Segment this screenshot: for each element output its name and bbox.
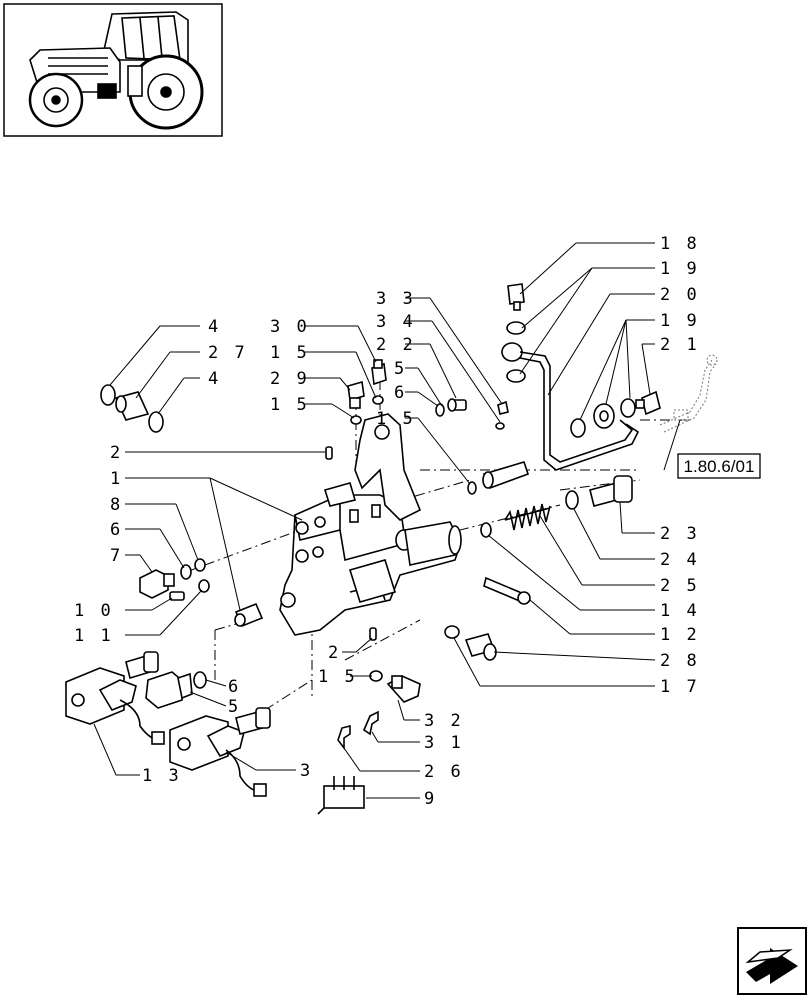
callout-3: 3 [300, 761, 313, 781]
plunger [483, 576, 531, 605]
solenoid-13 [65, 651, 165, 745]
clip-31 [363, 710, 379, 736]
callout-labels: 1 8 1 9 2 0 1 9 2 1 3 3 3 4 3 0 2 2 1 5 … [74, 234, 700, 809]
callout-24: 2 4 [660, 550, 700, 570]
washer-19-far [620, 398, 636, 418]
piston-15 [482, 461, 530, 490]
callout-30: 3 0 [270, 317, 310, 337]
spool [404, 521, 462, 566]
seal-4-right [148, 411, 164, 433]
callout-27: 2 7 [208, 343, 248, 363]
callout-7: 7 [110, 546, 123, 566]
oring-15-right [467, 481, 477, 495]
callout-15-c: 1 5 [376, 409, 416, 429]
fitting-30 [371, 359, 387, 386]
next-page-arrow-icon [745, 948, 798, 984]
callout-13: 1 3 [142, 766, 182, 786]
callout-34: 3 4 [376, 312, 416, 332]
sleeve-27 [114, 391, 150, 421]
callout-19-top: 1 9 [660, 259, 700, 279]
washer-19-right [570, 418, 586, 438]
tractor-icon [28, 11, 204, 130]
callout-32: 3 2 [424, 711, 464, 731]
callout-10: 1 0 [74, 601, 114, 621]
fitting-29 [347, 380, 365, 409]
oring-17 [444, 625, 460, 639]
callout-14: 1 4 [660, 601, 700, 621]
spring [504, 503, 551, 531]
plug-23 [589, 475, 633, 507]
pin-2-bottom [369, 627, 377, 641]
reference-box[interactable]: 1.80.6/01 [677, 453, 761, 479]
oring-6-top [435, 403, 445, 417]
pin-2-top [325, 446, 333, 460]
callout-8: 8 [110, 495, 123, 515]
callout-33: 3 3 [376, 289, 416, 309]
washer-11 [198, 579, 210, 593]
reference-label: 1.80.6/01 [684, 457, 755, 476]
oring-6-left [180, 564, 192, 580]
callout-5-top: 5 [394, 359, 407, 379]
callout-2-bottom: 2 [328, 643, 341, 663]
banjo-fitting [501, 342, 640, 471]
callout-28: 2 8 [660, 651, 700, 671]
callout-25: 2 5 [660, 576, 700, 596]
screw-10 [169, 591, 185, 601]
reference-pipe-ghost [659, 354, 718, 433]
bracket [323, 413, 422, 521]
callout-21: 2 1 [660, 335, 700, 355]
washer-19-top [506, 321, 526, 335]
callout-1: 1 [110, 469, 123, 489]
callout-22: 2 2 [376, 335, 416, 355]
callout-6-bottom: 6 [228, 677, 241, 697]
washer-34 [495, 422, 505, 430]
banjo-bolt-18 [507, 283, 525, 311]
callout-4-bottom: 4 [208, 369, 221, 389]
callout-15-d: 1 5 [318, 667, 358, 687]
next-page-button[interactable] [737, 927, 807, 995]
callout-12: 1 2 [660, 625, 700, 645]
callout-19-right: 1 9 [660, 311, 700, 331]
callout-18: 1 8 [660, 234, 700, 254]
oring-8 [194, 558, 206, 572]
callout-31: 3 1 [424, 733, 464, 753]
washer-24 [565, 490, 579, 510]
washer-19-mid [506, 369, 526, 383]
seal-4-left [100, 384, 116, 406]
callout-6-top: 6 [394, 383, 407, 403]
sleeve [348, 559, 397, 603]
tractor-thumbnail [3, 3, 223, 137]
washer-12 [480, 522, 492, 538]
callout-9: 9 [424, 789, 437, 809]
banjo-bolt-21 [635, 390, 661, 416]
callout-11: 1 1 [74, 626, 114, 646]
callout-6-left: 6 [110, 520, 123, 540]
leader-lines [93, 242, 656, 799]
sensor-5 [145, 671, 193, 709]
callout-15-b: 1 5 [270, 395, 310, 415]
plug-7 [139, 569, 175, 599]
oring-15-30 [372, 395, 384, 405]
callout-26: 2 6 [424, 762, 464, 782]
elbow-32 [386, 675, 421, 703]
callout-5-bottom: 5 [228, 697, 241, 717]
fitting-28 [464, 633, 497, 661]
pin-1 [234, 602, 264, 628]
callout-20: 2 0 [660, 285, 700, 305]
callout-2-left: 2 [110, 443, 123, 463]
screw-33 [497, 400, 509, 415]
callout-15-a: 1 5 [270, 343, 310, 363]
callout-17: 1 7 [660, 677, 700, 697]
fitting-20 [593, 403, 615, 429]
callout-4-top: 4 [208, 317, 221, 337]
oring-6-bottom [193, 671, 207, 689]
fitting-22 [447, 398, 467, 412]
callout-23: 2 3 [660, 524, 700, 544]
solenoid-3 [169, 707, 271, 797]
callout-29: 2 9 [270, 369, 310, 389]
connector-9 [317, 776, 365, 815]
clip-26 [337, 724, 351, 751]
